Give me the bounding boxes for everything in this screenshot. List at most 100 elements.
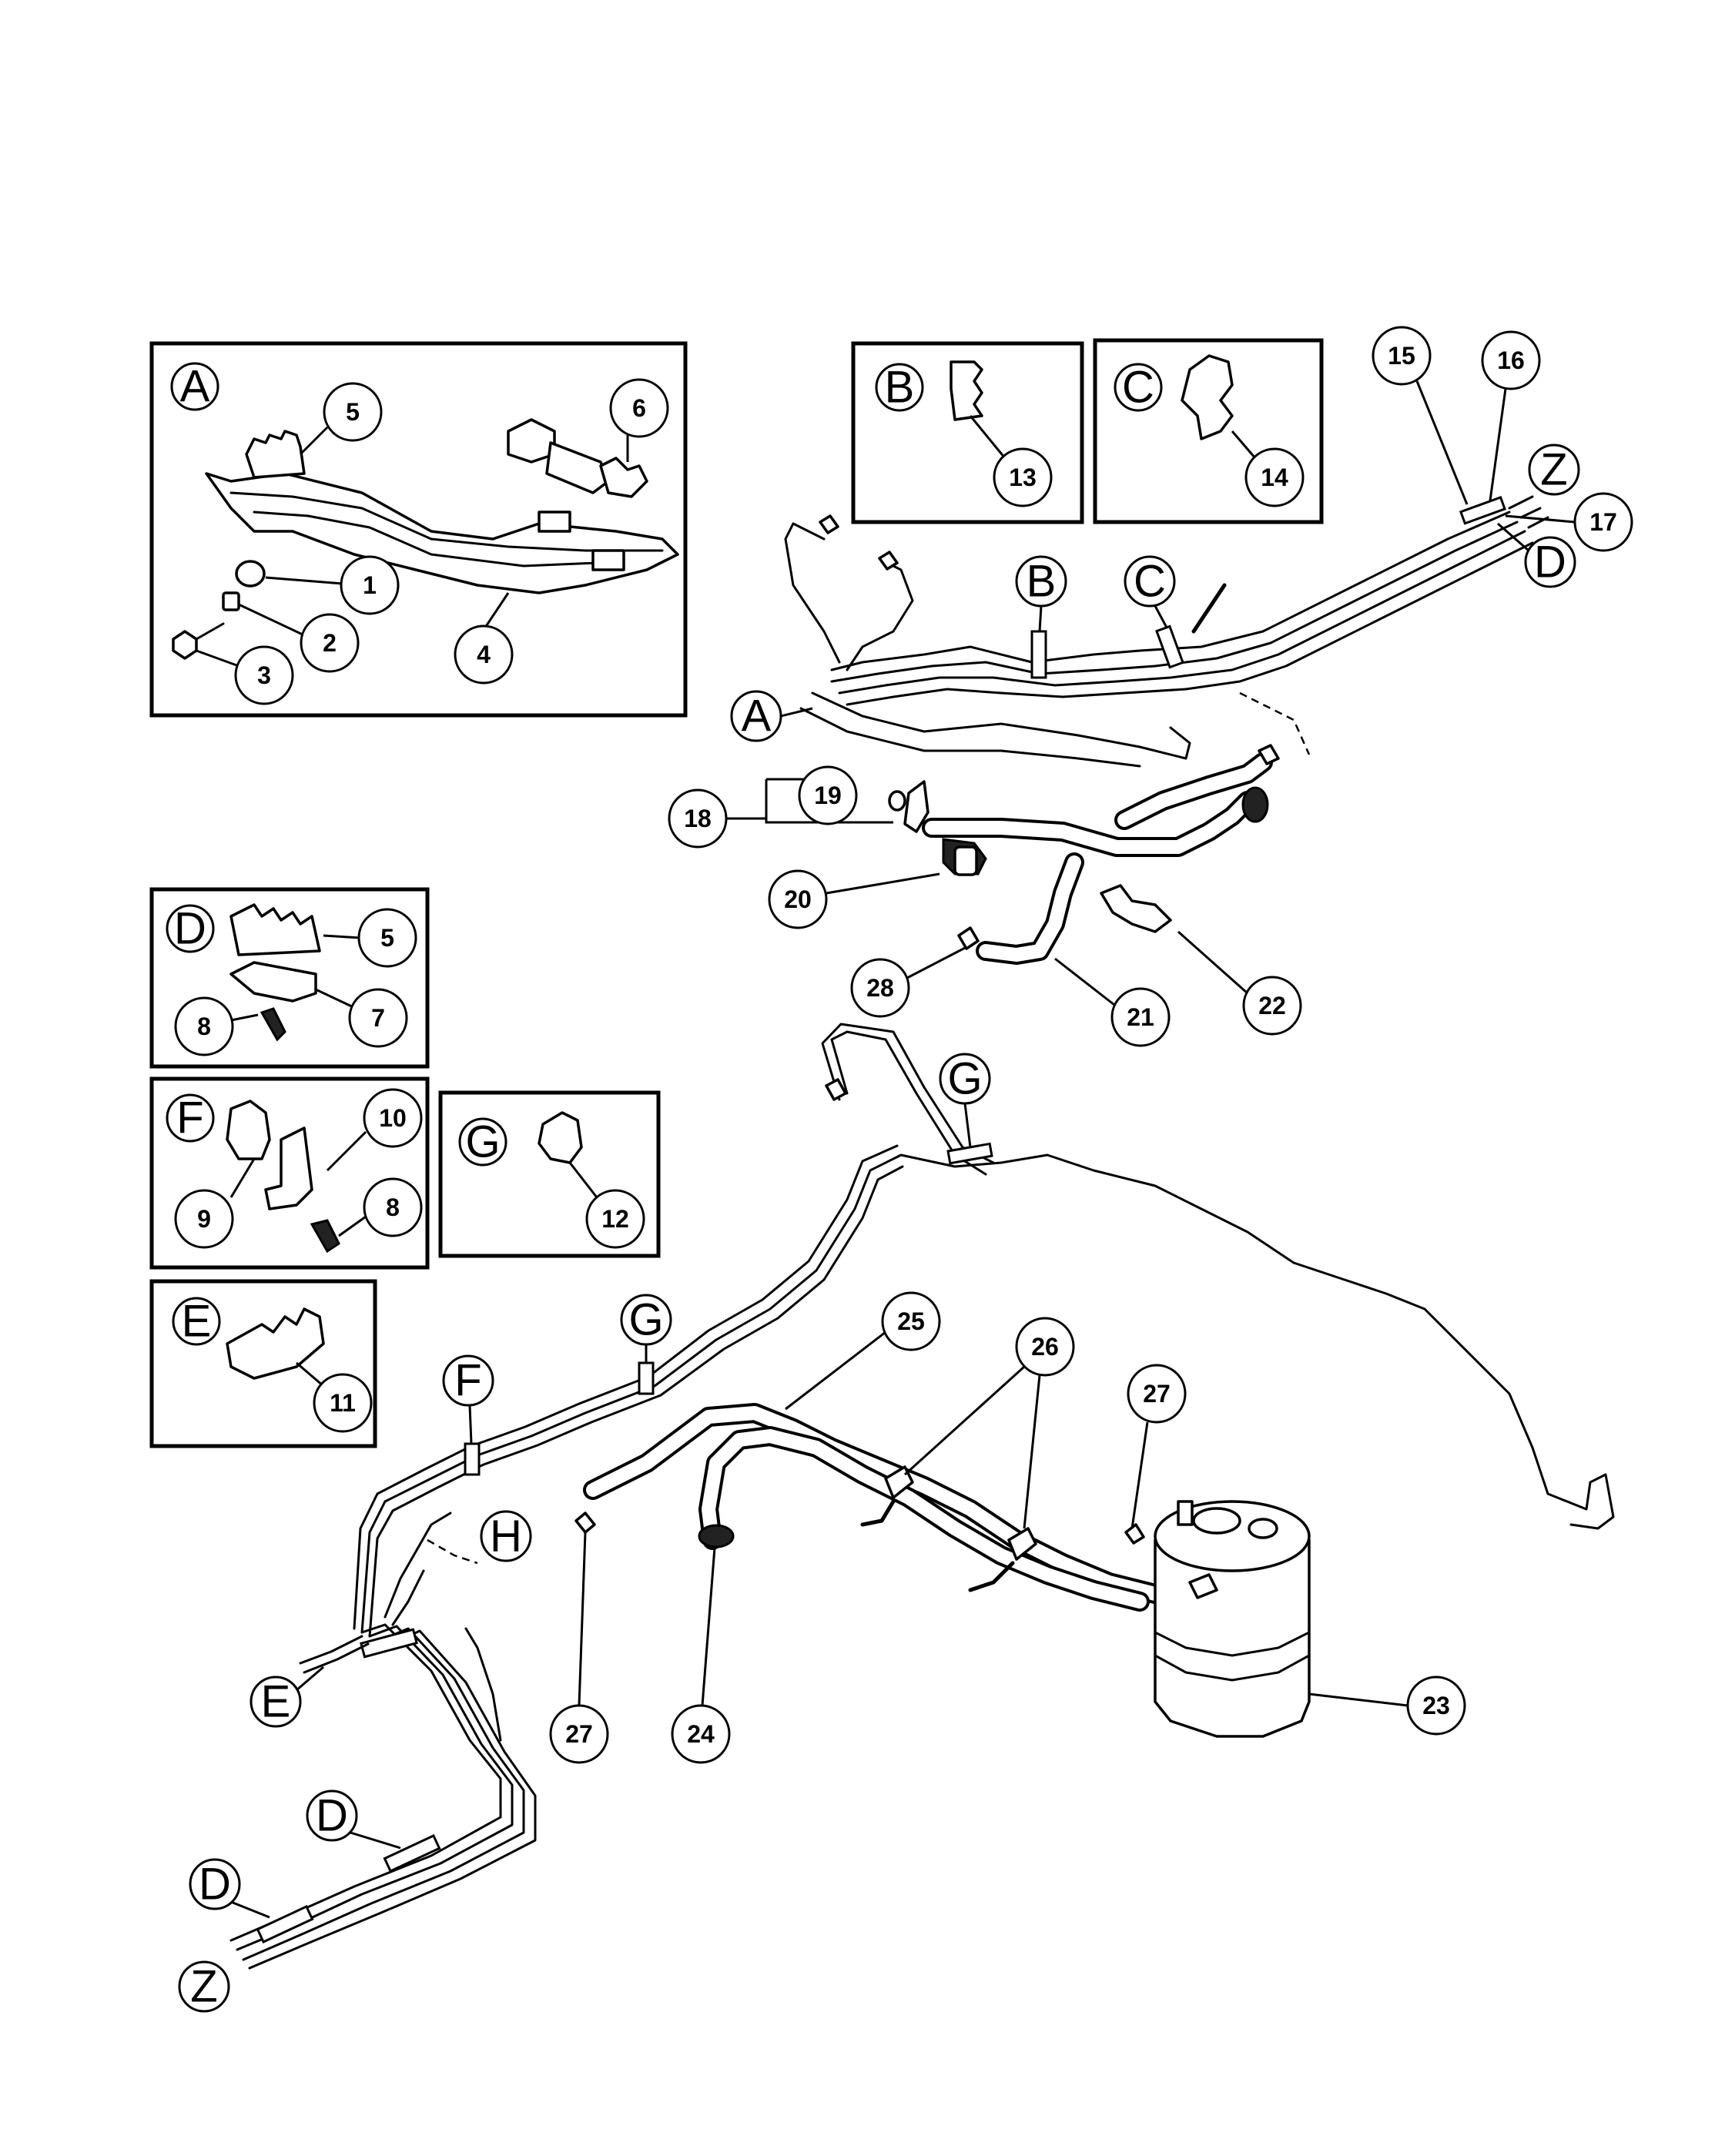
svg-text:8: 8 — [386, 1194, 400, 1221]
svg-text:27: 27 — [1143, 1380, 1171, 1408]
callout-23: 23 — [1406, 1676, 1466, 1736]
svg-text:Z: Z — [190, 1962, 217, 2012]
inset-c-letter: C — [1114, 363, 1163, 413]
svg-text:C: C — [1122, 363, 1154, 413]
callout-9: 9 — [174, 1189, 234, 1249]
callout-10: 10 — [363, 1088, 423, 1148]
callout-6: 6 — [609, 378, 669, 438]
inset-e: E 11 — [149, 1279, 377, 1448]
svg-text:28: 28 — [866, 974, 894, 1002]
callout-17: 17 — [1573, 492, 1633, 552]
callout-18: 18 — [668, 788, 728, 849]
letter-g-mid: G — [620, 1294, 672, 1346]
svg-text:2: 2 — [323, 629, 337, 657]
svg-text:11: 11 — [330, 1389, 356, 1417]
callout-26: 26 — [1015, 1317, 1075, 1377]
callout-15: 15 — [1372, 326, 1432, 386]
svg-text:20: 20 — [784, 886, 812, 913]
callout-24: 24 — [671, 1704, 731, 1764]
callout-22: 22 — [1242, 976, 1302, 1036]
callout-19: 19 — [798, 765, 858, 825]
inset-b-letter: B — [875, 363, 924, 413]
svg-text:21: 21 — [1127, 1003, 1154, 1031]
svg-text:22: 22 — [1258, 992, 1286, 1019]
callout-25: 25 — [881, 1291, 941, 1351]
inset-f: F 10 9 8 — [149, 1076, 430, 1270]
letter-d-mid: D — [306, 1789, 358, 1842]
svg-text:E: E — [261, 1677, 291, 1727]
letter-z-upper: Z — [1528, 444, 1580, 496]
svg-text:D: D — [174, 904, 206, 954]
svg-text:5: 5 — [346, 398, 360, 426]
callout-8-f: 8 — [363, 1177, 423, 1237]
letter-d-low: D — [189, 1858, 241, 1910]
callout-14: 14 — [1244, 447, 1305, 507]
inset-a-letter: A — [170, 362, 219, 412]
svg-text:G: G — [947, 1054, 982, 1104]
svg-text:B: B — [1027, 557, 1057, 607]
svg-text:13: 13 — [1009, 464, 1037, 491]
letter-z-low: Z — [178, 1960, 230, 2013]
svg-text:3: 3 — [257, 661, 271, 689]
svg-text:A: A — [180, 362, 210, 412]
inset-d-letter: D — [166, 904, 215, 954]
callout-13: 13 — [993, 447, 1053, 507]
callout-21: 21 — [1110, 987, 1171, 1047]
svg-text:10: 10 — [379, 1104, 407, 1132]
svg-text:F: F — [176, 1093, 203, 1143]
svg-text:C: C — [1134, 557, 1166, 607]
callout-11: 11 — [313, 1373, 373, 1433]
svg-text:18: 18 — [684, 805, 712, 832]
callout-27-right: 27 — [1127, 1364, 1187, 1424]
letter-g-top: G — [939, 1053, 991, 1105]
callout-27-left: 27 — [549, 1704, 609, 1764]
inset-g-letter: G — [458, 1117, 507, 1167]
svg-text:1: 1 — [363, 571, 377, 599]
upper-line-assembly: 15 16 17 18 19 20 28 21 22 B C A Z D — [668, 326, 1633, 1047]
letter-b-upper: B — [1015, 555, 1067, 608]
svg-text:D: D — [316, 1791, 348, 1841]
svg-text:G: G — [465, 1117, 500, 1167]
svg-text:23: 23 — [1422, 1692, 1450, 1719]
svg-text:D: D — [199, 1860, 231, 1910]
svg-text:F: F — [454, 1356, 481, 1406]
svg-text:15: 15 — [1388, 342, 1415, 370]
svg-text:14: 14 — [1261, 464, 1288, 491]
svg-text:8: 8 — [197, 1013, 211, 1040]
svg-text:27: 27 — [565, 1720, 593, 1748]
svg-text:E: E — [182, 1297, 212, 1347]
callout-1: 1 — [340, 555, 400, 615]
svg-text:6: 6 — [632, 394, 646, 422]
svg-text:B: B — [885, 363, 915, 413]
svg-text:Z: Z — [1540, 445, 1567, 495]
inset-d: D 5 7 8 — [149, 887, 430, 1069]
inset-c: C 14 — [1093, 338, 1324, 524]
svg-text:9: 9 — [197, 1205, 211, 1233]
callout-12: 12 — [585, 1189, 645, 1249]
letter-h: H — [480, 1510, 532, 1562]
svg-text:24: 24 — [687, 1720, 715, 1748]
callout-4: 4 — [454, 624, 514, 685]
svg-text:A: A — [742, 691, 772, 742]
letter-c-upper: C — [1124, 555, 1176, 608]
callout-7: 7 — [348, 988, 408, 1048]
callout-5: 5 — [323, 382, 383, 442]
svg-text:19: 19 — [814, 782, 842, 809]
svg-text:D: D — [1534, 537, 1566, 588]
svg-text:7: 7 — [371, 1004, 385, 1032]
svg-text:25: 25 — [897, 1307, 925, 1335]
svg-text:17: 17 — [1589, 508, 1617, 536]
callout-28: 28 — [850, 958, 910, 1018]
callout-2: 2 — [300, 613, 360, 673]
svg-text:G: G — [628, 1295, 663, 1345]
inset-b: B 13 — [851, 341, 1084, 524]
svg-text:12: 12 — [601, 1205, 629, 1233]
letter-f: F — [442, 1354, 494, 1407]
inset-e-letter: E — [172, 1297, 221, 1347]
svg-text:H: H — [490, 1512, 522, 1562]
callout-20: 20 — [768, 869, 828, 929]
callout-16: 16 — [1481, 330, 1541, 390]
inset-a: A 5 6 1 2 3 4 — [149, 341, 688, 718]
svg-text:5: 5 — [380, 924, 394, 952]
